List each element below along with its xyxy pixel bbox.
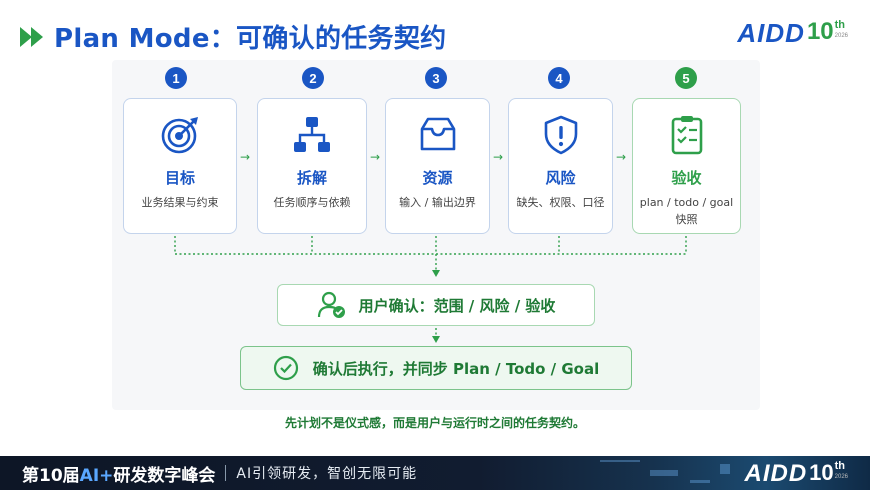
footer-logo-suffix: th 2026 xyxy=(835,459,848,481)
step-title: 目标 xyxy=(164,169,195,187)
target-icon xyxy=(161,117,198,154)
step-badge-3: 3 xyxy=(425,67,447,89)
step-desc: 任务顺序与依赖 xyxy=(273,196,351,209)
step-card-breakdown: 拆解 任务顺序与依赖 xyxy=(257,98,367,234)
footer-slogan: AI引领研发，智创无限可能 xyxy=(236,466,418,482)
step-desc: 缺失、权限、口径 xyxy=(516,196,605,209)
logo-th: th xyxy=(834,19,846,31)
step-desc: 输入 / 输出边界 xyxy=(399,196,476,209)
arrow-right-icon: → xyxy=(370,150,381,164)
arrow-right-icon: → xyxy=(493,150,504,164)
logo-text: AIDD xyxy=(737,18,805,48)
shield-alert-icon xyxy=(544,115,577,155)
page-title: Plan Mode：可确认的任务契约 xyxy=(54,24,447,54)
logo-ten: 10 xyxy=(806,18,834,45)
decor-line xyxy=(600,460,640,462)
check-circle-icon xyxy=(273,355,298,381)
step-badge-5: 5 xyxy=(675,67,697,89)
arrow-right-icon: → xyxy=(240,150,251,164)
step-card-resources: 资源 输入 / 输出边界 xyxy=(385,98,490,234)
footer-banner: 第10届AI+研发数字峰会 AI引领研发，智创无限可能 AIDD 10 th 2… xyxy=(0,456,870,490)
confirm-text: 用户确认：范围 / 风险 / 验收 xyxy=(358,296,556,315)
step-desc: 业务结果与约束 xyxy=(141,196,219,209)
step-title: 资源 xyxy=(422,169,453,187)
double-play-icon xyxy=(20,26,43,47)
step-card-acceptance: 验收 plan / todo / goal 快照 xyxy=(632,98,741,234)
conference-prefix: 第10届 xyxy=(22,465,80,486)
logo-year: 2026 xyxy=(834,33,848,39)
step-title: 拆解 xyxy=(296,169,327,187)
step-card-goal: 目标 业务结果与约束 xyxy=(123,98,237,234)
hierarchy-icon xyxy=(294,117,330,152)
footer-logo-th: th xyxy=(834,460,846,472)
footer-divider xyxy=(225,465,227,481)
final-text: 确认后执行，并同步 Plan / Todo / Goal xyxy=(312,359,600,378)
user-confirm-box: 用户确认：范围 / 风险 / 验收 xyxy=(277,284,595,326)
step-badge-2: 2 xyxy=(302,67,324,89)
user-check-icon xyxy=(317,291,345,318)
step-desc: plan / todo / goal 快照 xyxy=(639,196,734,226)
aidd-logo: AIDD 10 th 2026 xyxy=(737,18,848,48)
arrow-right-icon: → xyxy=(616,150,627,164)
conference-ai: AI+ xyxy=(79,465,114,486)
footer-logo-ten: 10 xyxy=(809,460,834,485)
inbox-icon xyxy=(420,117,455,151)
decor-block xyxy=(650,470,678,476)
conference-name: 第10届AI+研发数字峰会 xyxy=(22,461,215,486)
conference-suffix: 研发数字峰会 xyxy=(113,465,216,486)
footer-logo-text: AIDD xyxy=(744,460,808,487)
decor-line xyxy=(690,480,710,483)
step-card-risk: 风险 缺失、权限、口径 xyxy=(508,98,613,234)
footer-aidd-logo: AIDD 10 th 2026 xyxy=(744,459,848,489)
footer-logo-year: 2026 xyxy=(834,474,848,480)
step-title: 验收 xyxy=(671,169,702,187)
execute-sync-box: 确认后执行，并同步 Plan / Todo / Goal xyxy=(240,346,632,390)
page-header: Plan Mode：可确认的任务契约 xyxy=(20,18,446,55)
step-badge-1: 1 xyxy=(165,67,187,89)
logo-suffix: th 2026 xyxy=(835,18,848,40)
footnote: 先计划不是仪式感，而是用户与运行时之间的任务契约。 xyxy=(284,416,585,430)
step-title: 风险 xyxy=(545,169,576,187)
checklist-icon xyxy=(671,116,702,155)
step-badge-4: 4 xyxy=(548,67,570,89)
decor-block xyxy=(720,464,730,474)
